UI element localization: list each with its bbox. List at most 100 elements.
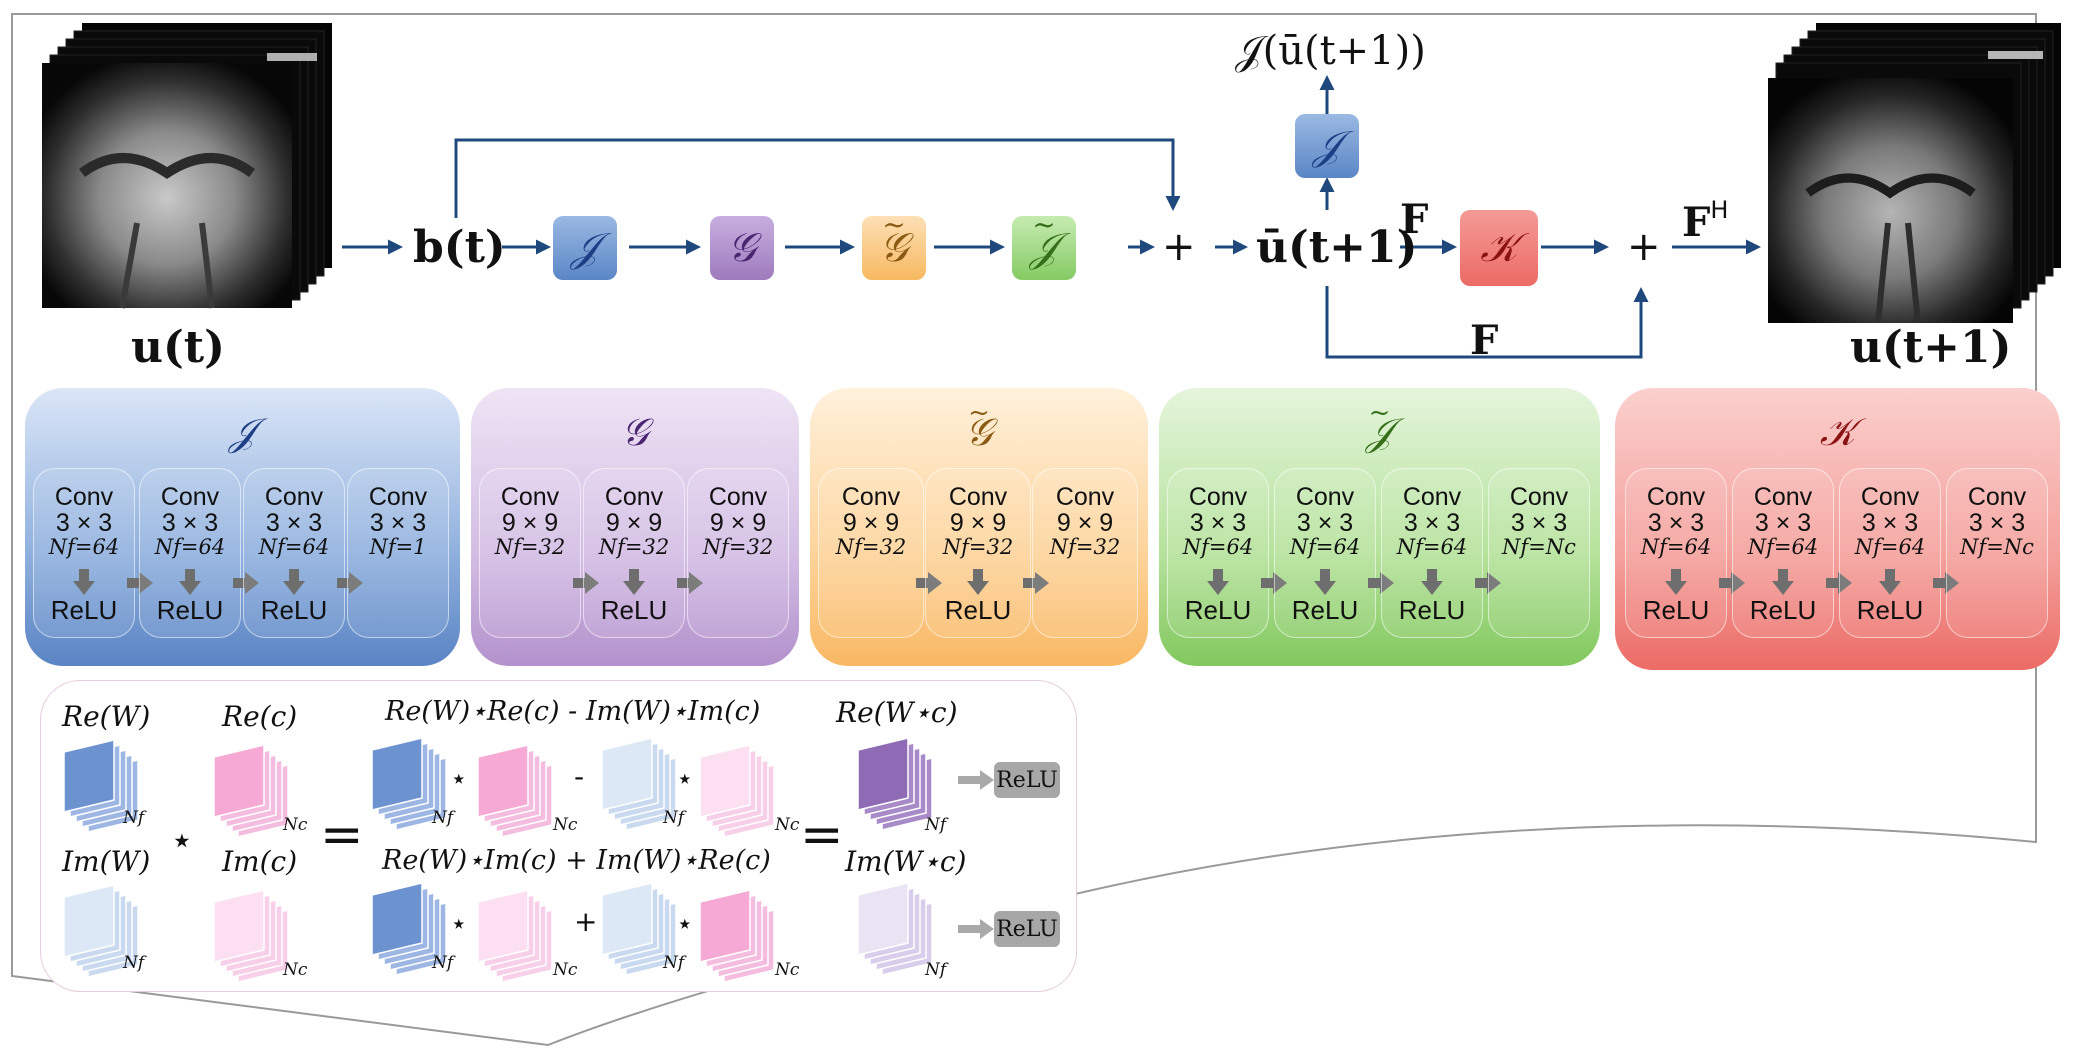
equals-sign-1: = <box>320 805 364 865</box>
block-K-symbol: 𝒦 <box>1480 225 1518 271</box>
kernel-size: 9 × 9 <box>949 509 1007 537</box>
conv-label: Conv <box>1509 483 1569 511</box>
sub-nf-2: Nf <box>123 953 145 973</box>
label-F-top: F <box>1400 196 1429 243</box>
input-image-stack <box>42 23 337 313</box>
relu-label: ReLU <box>1184 595 1252 625</box>
kernel-size: 9 × 9 <box>842 509 900 537</box>
down-arrow-icon <box>73 569 95 595</box>
stack-im-c-b <box>477 889 553 983</box>
star-op-b: ⋆ <box>676 762 694 795</box>
relu-label: ReLU <box>156 595 224 625</box>
stack-re-c-a <box>477 744 553 838</box>
block-J-tilde-symbol: 𝒥 <box>1030 225 1058 271</box>
stack-im-W-a <box>601 737 677 831</box>
kernel-size: 3 × 3 <box>1861 509 1919 537</box>
conv-label: Conv <box>841 483 901 511</box>
label-real-part-expr: Re(W)⋆Re(c) - Im(W)⋆Im(c) <box>385 696 761 727</box>
stack-im-c-a <box>699 744 775 838</box>
tilde-mark: ~ <box>968 398 990 428</box>
filter-count: Nf=64 <box>154 535 226 559</box>
conv-label: Conv <box>160 483 220 511</box>
sub-nf-1: Nf <box>123 808 145 828</box>
down-arrow-icon <box>1314 569 1336 595</box>
block-J-tilde[interactable]: ~ 𝒥 <box>1012 208 1076 280</box>
stack-im-W <box>63 884 139 978</box>
block-G[interactable]: 𝒢 <box>710 216 774 280</box>
down-arrow-icon <box>1665 569 1687 595</box>
panel-J-tilde-title: 𝒥 <box>1366 410 1393 454</box>
kernel-size: 3 × 3 <box>1296 509 1354 537</box>
kernel-size: 9 × 9 <box>605 509 663 537</box>
kernel-size: 3 × 3 <box>1510 509 1568 537</box>
stack-re-W-b <box>371 882 447 976</box>
down-arrow-icon <box>1421 569 1443 595</box>
down-arrow-icon <box>1772 569 1794 595</box>
right-arrow-icon <box>1023 572 1049 594</box>
label-ubar-t1: ū(t+1) <box>1256 222 1418 273</box>
star-op-d: ⋆ <box>676 907 694 940</box>
stack-re-W <box>63 739 139 833</box>
stack-re-W-a <box>371 737 447 831</box>
right-arrow-icon <box>677 572 703 594</box>
right-arrow-icon <box>916 572 942 594</box>
stack-re-c-b <box>699 889 775 983</box>
kernel-size: 3 × 3 <box>1754 509 1812 537</box>
label-J-of-ubar: 𝒥(ū(t+1)) <box>1235 28 1426 74</box>
conv-label: Conv <box>500 483 560 511</box>
block-G-tilde[interactable]: ~ 𝒢 <box>862 208 926 280</box>
filter-count: Nf=32 <box>494 535 566 559</box>
kernel-size: 3 × 3 <box>1403 509 1461 537</box>
block-K[interactable]: 𝒦 <box>1460 210 1538 286</box>
label-imag-part-expr: Re(W)⋆Im(c) + Im(W)⋆Re(c) <box>382 845 771 876</box>
filter-count: Nf=Nc <box>1502 535 1576 559</box>
stack-re-out <box>857 737 933 831</box>
label-F-bottom: F <box>1470 317 1499 364</box>
down-arrow-icon <box>283 569 305 595</box>
sub-nc-5: Nc <box>775 815 800 835</box>
conv-label: Conv <box>368 483 428 511</box>
down-arrow-icon <box>1207 569 1229 595</box>
down-arrow-icon <box>967 569 989 595</box>
tilde-mark: ~ <box>882 208 906 241</box>
label-im-c: Im(c) <box>222 845 298 878</box>
block-J-output[interactable]: 𝒥 <box>1295 114 1359 178</box>
kernel-size: 3 × 3 <box>369 509 427 537</box>
conv-label: Conv <box>604 483 664 511</box>
conv-label: Conv <box>948 483 1008 511</box>
conv-label: Conv <box>1402 483 1462 511</box>
block-G-symbol: 𝒢 <box>727 225 757 271</box>
right-arrow-icon <box>337 572 363 594</box>
conv-label: Conv <box>1646 483 1706 511</box>
relu-label: ReLU <box>260 595 328 625</box>
label-FH-sup: H <box>1710 196 1729 224</box>
conv-label: Conv <box>1295 483 1355 511</box>
sub-nc-3: Nc <box>553 815 578 835</box>
kernel-size: 9 × 9 <box>709 509 767 537</box>
down-arrow-icon <box>179 569 201 595</box>
panel-K-title: 𝒦 <box>1819 410 1856 454</box>
filter-count: Nf=64 <box>1396 535 1468 559</box>
block-J[interactable]: 𝒥 <box>553 216 617 280</box>
filter-count: Nf=32 <box>835 535 907 559</box>
tilde-mark: ~ <box>1032 208 1056 241</box>
right-arrow-icon <box>233 572 259 594</box>
panel-G-title: 𝒢 <box>621 410 649 454</box>
relu-label: ReLU <box>1291 595 1359 625</box>
label-re-W: Re(W) <box>62 700 151 733</box>
minus-op: - <box>574 760 585 793</box>
